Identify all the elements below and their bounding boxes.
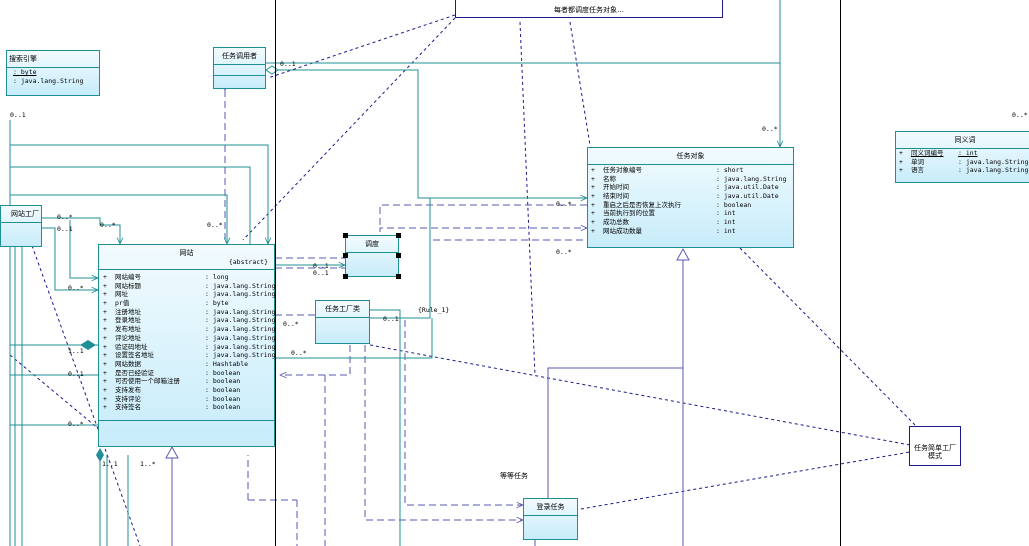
note-simple-factory: 任务简单工厂 模式 bbox=[909, 426, 961, 466]
attribute-row: +支持发布: boolean bbox=[103, 385, 241, 394]
frame-line-right bbox=[840, 0, 841, 546]
attribute-row: +设置签名地址: java.lang.String bbox=[103, 351, 276, 360]
multiplicity-label: 0..* bbox=[556, 200, 572, 208]
generalization-lines bbox=[165, 247, 690, 546]
attribute-row: +网站编号: long bbox=[103, 273, 229, 281]
attribute-row: +名称: java.lang.String bbox=[591, 174, 787, 183]
class-website[interactable]: 网站 {abstract} +网站编号: long+网站标题: java.lan… bbox=[98, 244, 275, 447]
attribute-list: +任务对象编号: short+名称: java.lang.String+开始时间… bbox=[588, 165, 793, 236]
attribute-row: +支持签名: boolean bbox=[103, 403, 241, 412]
class-title: 网站工厂 bbox=[1, 206, 41, 223]
multiplicity-label: 0..1 bbox=[383, 315, 399, 323]
attribute-row: +网站数据: Hashtable bbox=[103, 359, 249, 368]
multiplicity-label: 0..* bbox=[100, 221, 116, 229]
attribute-row: +评论地址: java.lang.String bbox=[103, 333, 276, 342]
class-title: 网站 bbox=[179, 249, 194, 257]
multiplicity-label: 0..* bbox=[291, 349, 307, 357]
multiplicity-label: 0..* bbox=[68, 284, 84, 292]
multiplicity-label: 1..* bbox=[140, 460, 156, 468]
top-note: 每者都调度任务对象… bbox=[455, 0, 723, 18]
attribute-row: : java.lang.String bbox=[13, 76, 84, 85]
class-login-task[interactable]: 登录任务 bbox=[523, 498, 578, 540]
class-search-engine[interactable]: 搜索引擎 : byte : java.lang.String bbox=[6, 50, 100, 96]
frame-line-left bbox=[275, 0, 276, 546]
note-text: 任务简单工厂 模式 bbox=[914, 444, 956, 460]
attribute-row: +重启之后是否恢复上次执行: boolean bbox=[591, 200, 752, 209]
attribute-row: +成功总数: int bbox=[591, 218, 736, 227]
multiplicity-label: 0..* bbox=[283, 320, 299, 328]
selection-handle[interactable] bbox=[343, 274, 348, 279]
class-task-caller[interactable]: 任务调用者 bbox=[213, 47, 266, 89]
class-task-factory[interactable]: 任务工厂类 bbox=[315, 300, 370, 344]
class-title: 调度 bbox=[346, 236, 398, 253]
multiplicity-label: 0..* bbox=[556, 248, 572, 256]
class-task-object[interactable]: 任务对象 +任务对象编号: short+名称: java.lang.String… bbox=[587, 147, 794, 248]
attribute-row: +可否使用一个邮箱注册: boolean bbox=[103, 377, 241, 386]
class-scheduler[interactable]: 调度 bbox=[345, 235, 399, 277]
class-title: 任务对象 bbox=[588, 148, 793, 165]
association-lines bbox=[9, 0, 780, 546]
selection-handle[interactable] bbox=[396, 274, 401, 279]
attribute-row: +是否已经验证: boolean bbox=[103, 368, 241, 377]
attribute-row: +支持评论: boolean bbox=[103, 394, 241, 403]
top-note-text: 每者都调度任务对象… bbox=[554, 6, 624, 14]
selection-handle[interactable] bbox=[396, 253, 401, 258]
attribute-row: +发布地址: java.lang.String bbox=[103, 325, 276, 334]
multiplicity-label: 0..* bbox=[1012, 111, 1028, 119]
class-title: 搜索引擎 bbox=[7, 51, 99, 68]
multiplicity-label: 0..* bbox=[57, 213, 73, 221]
attribute-row: +语言: java.lang.String bbox=[899, 166, 1029, 175]
multiplicity-label: 0..1 bbox=[68, 370, 84, 378]
attribute-row: +注册地址: java.lang.String bbox=[103, 307, 276, 316]
attribute-row: +pr值: byte bbox=[103, 299, 229, 308]
attribute-row: +结束时间: java.util.Date bbox=[591, 192, 779, 201]
selection-handle[interactable] bbox=[343, 233, 348, 238]
constraint-label: {Rule_1} bbox=[418, 306, 450, 314]
multiplicity-label: 0..1 bbox=[313, 262, 329, 270]
multiplicity-label: 0..* bbox=[68, 420, 84, 428]
attribute-row: +当前执行到的位置: int bbox=[591, 209, 736, 218]
class-title: 任务工厂类 bbox=[316, 301, 369, 318]
attribute-row: +网站成功数量: int bbox=[591, 226, 736, 235]
etc-tasks-label: 等等任务 bbox=[500, 472, 528, 480]
multiplicity-label: 0..* bbox=[762, 125, 778, 133]
class-title: 同义词 bbox=[896, 132, 1029, 149]
multiplicity-label: 1..1 bbox=[68, 347, 84, 355]
attribute-row: +同义词编号: int bbox=[899, 149, 978, 157]
attribute-row: +验证码地址: java.lang.String bbox=[103, 342, 276, 351]
composition-diamond bbox=[96, 448, 104, 462]
selection-handle[interactable] bbox=[343, 253, 348, 258]
attribute-row: +开始时间: java.util.Date bbox=[591, 183, 779, 192]
multiplicity-label: 0..* bbox=[207, 221, 223, 229]
multiplicity-label: 0..1 bbox=[10, 111, 26, 119]
class-title: 任务调用者 bbox=[214, 48, 265, 65]
class-stereotype: {abstract} bbox=[99, 258, 274, 270]
multiplicity-label: 0..1 bbox=[313, 269, 329, 277]
attribute-list: +网站编号: long+网站标题: java.lang.String+网址: j… bbox=[99, 270, 276, 421]
attribute-row: +单词: java.lang.String bbox=[899, 157, 1029, 166]
class-title: 登录任务 bbox=[524, 499, 577, 516]
multiplicity-label: 1..1 bbox=[102, 460, 118, 468]
aggregation-diamond bbox=[265, 65, 279, 75]
multiplicity-label: 0..1 bbox=[280, 60, 296, 68]
attribute-row: +网站标题: java.lang.String bbox=[103, 281, 276, 290]
attribute-row: +登录地址: java.lang.String bbox=[103, 316, 276, 325]
attribute-row: : byte bbox=[13, 68, 37, 76]
selection-handle[interactable] bbox=[396, 233, 401, 238]
class-website-factory[interactable]: 网站工厂 bbox=[0, 205, 42, 247]
class-synonym[interactable]: 同义词 +同义词编号: int+单词: java.lang.String+语言:… bbox=[895, 131, 1029, 183]
attribute-row: +网址: java.lang.String bbox=[103, 290, 276, 299]
attribute-list: +同义词编号: int+单词: java.lang.String+语言: jav… bbox=[896, 149, 1029, 175]
attribute-row: +任务对象编号: short bbox=[591, 166, 744, 174]
composition-diamond bbox=[80, 340, 96, 350]
multiplicity-label: 0..1 bbox=[57, 225, 73, 233]
